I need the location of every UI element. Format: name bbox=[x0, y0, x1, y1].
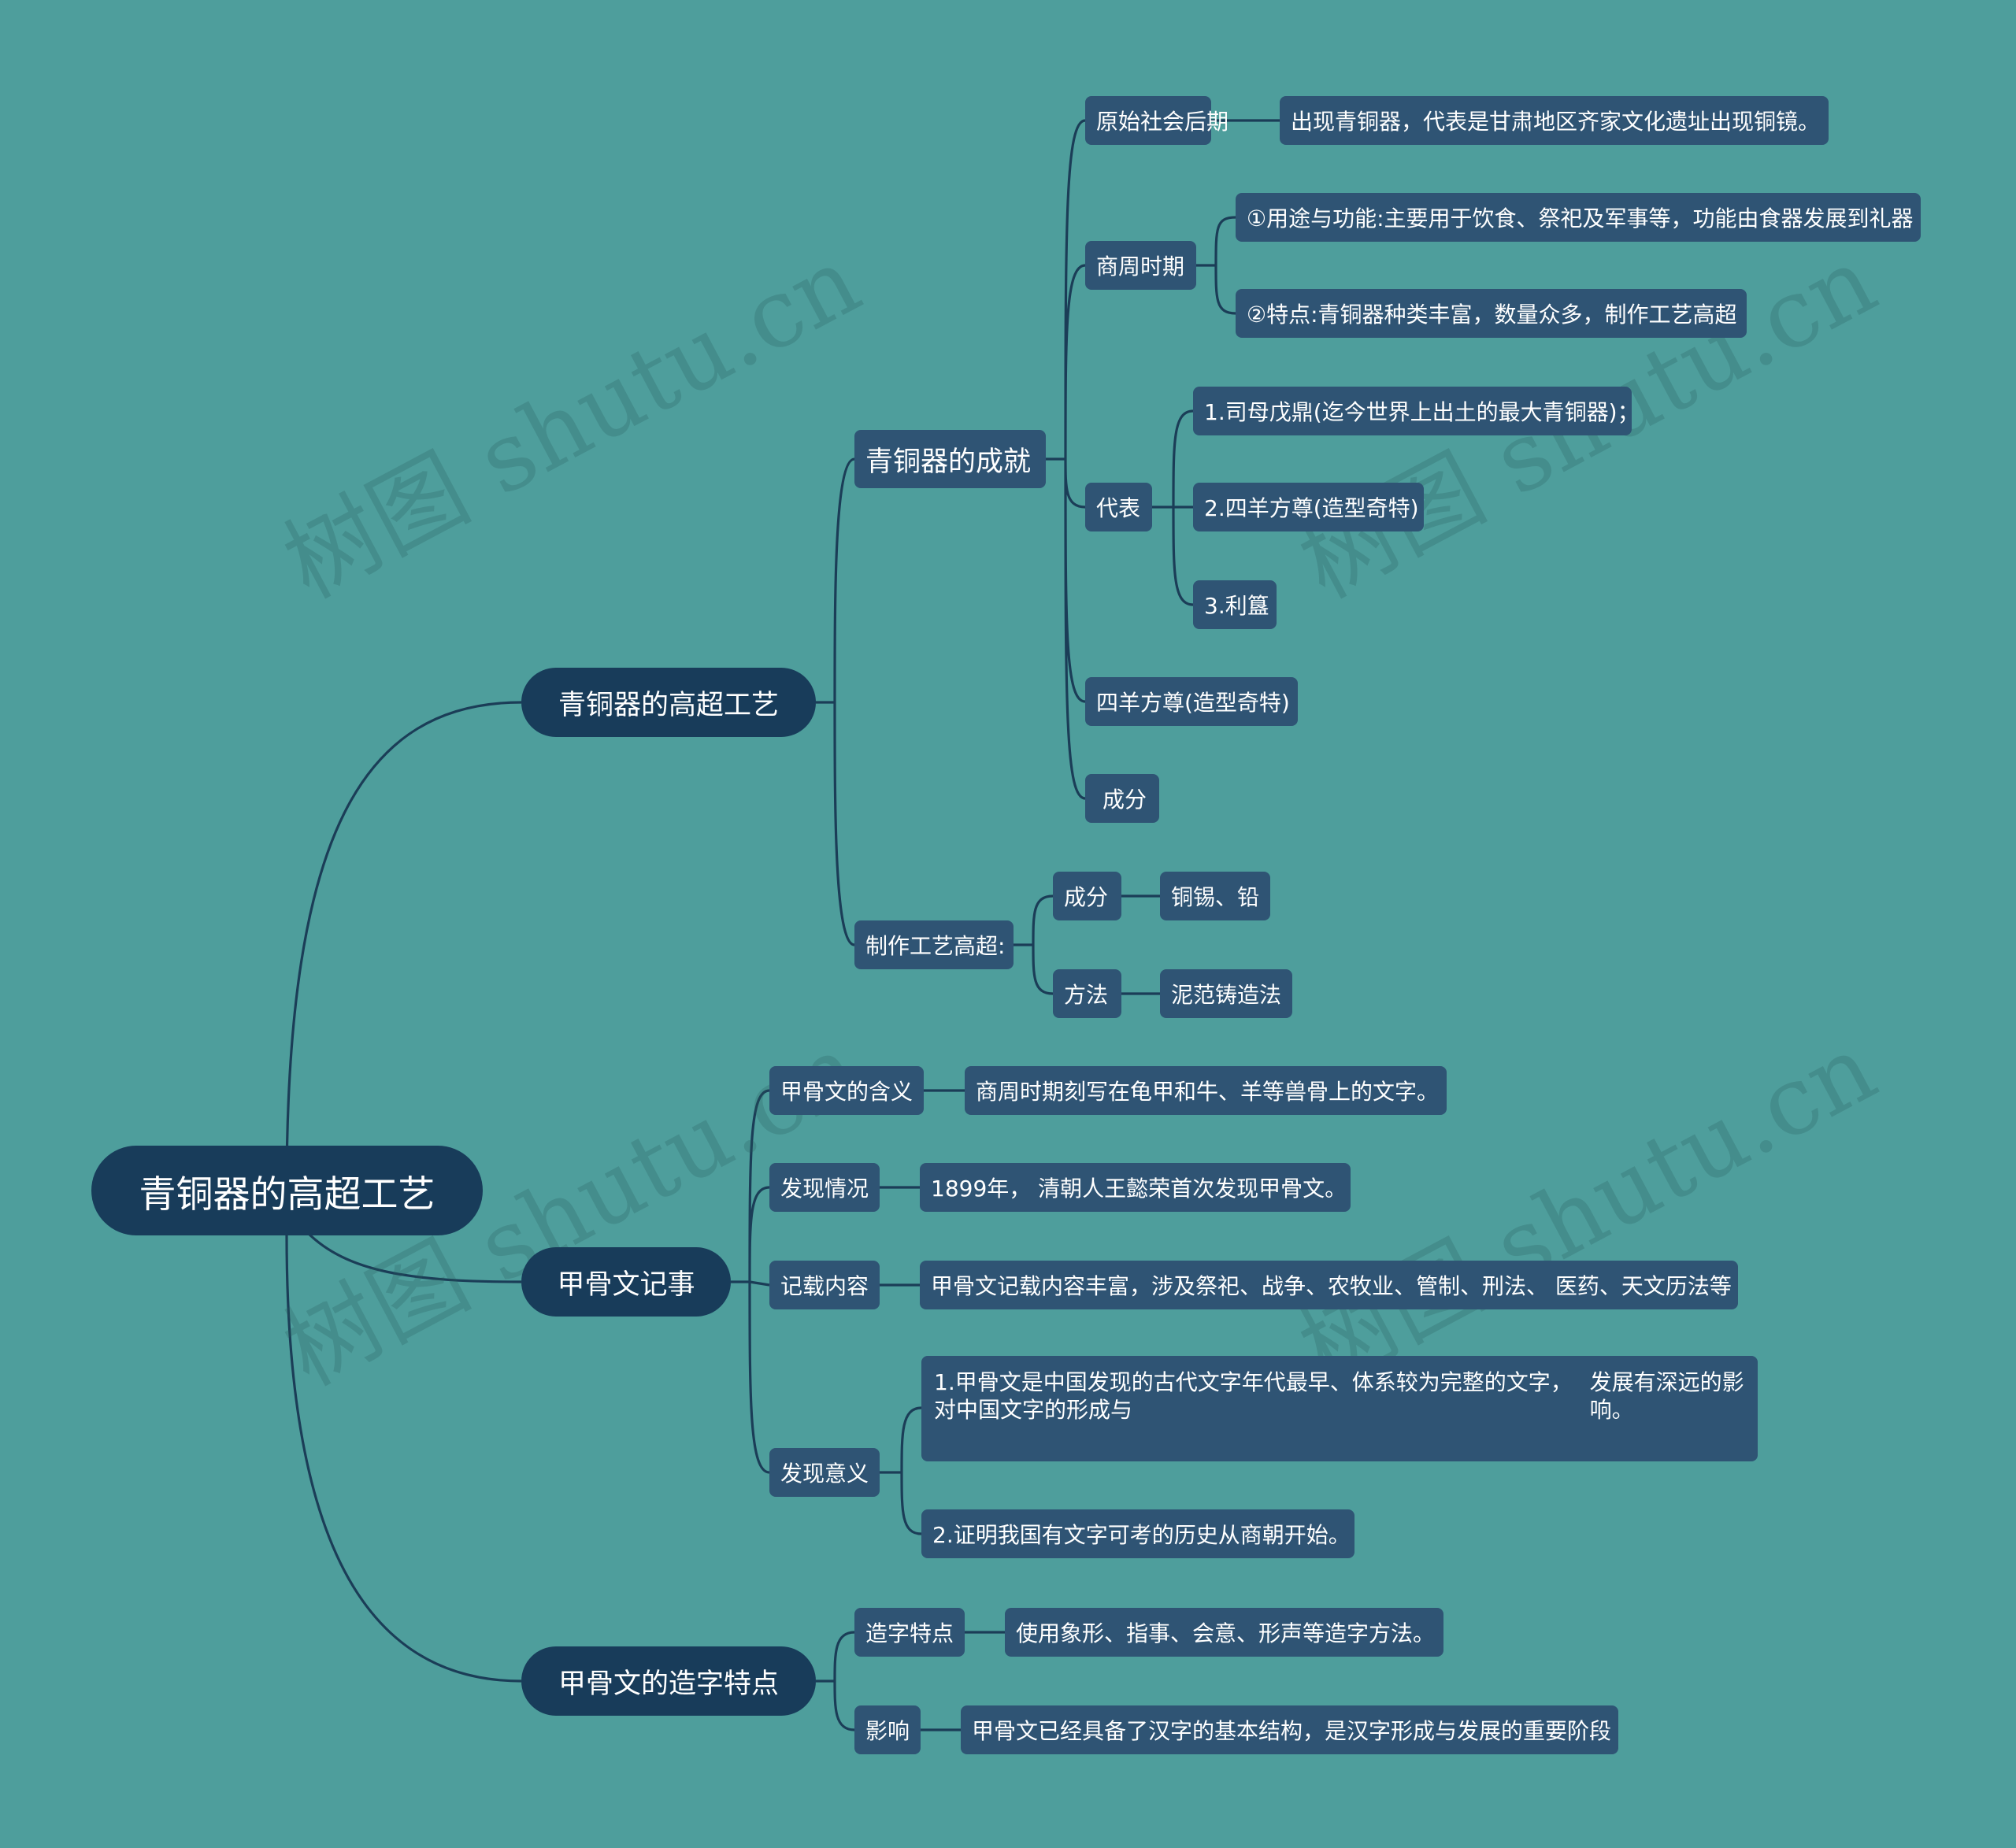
detail-significance-2[interactable]: 2.证明我国有文字可考的历史从商朝开始。 bbox=[921, 1509, 1354, 1558]
detail-discovery[interactable]: 1899年， 清朝人王懿荣首次发现甲骨文。 bbox=[920, 1163, 1351, 1212]
topic-craft[interactable]: 制作工艺高超: bbox=[854, 920, 1014, 969]
topic-representative[interactable]: 代表 bbox=[1085, 483, 1152, 531]
connector bbox=[880, 1089, 965, 1287]
significance-line-1: 1.甲骨文是中国发现的古代文字年代最早、体系较为完整的文字，对中国文字的形成与 bbox=[934, 1369, 1573, 1423]
topic-craft-method[interactable]: 方法 bbox=[1053, 969, 1121, 1018]
topic-composition[interactable]: 成分 bbox=[1085, 774, 1159, 823]
topic-shangzhou[interactable]: 商周时期 bbox=[1085, 241, 1196, 290]
detail-shangzhou-feature[interactable]: ②特点:青铜器种类丰富，数量众多，制作工艺高超 bbox=[1236, 289, 1747, 338]
connector bbox=[1046, 119, 1086, 800]
connector bbox=[1014, 894, 1054, 995]
connector bbox=[1196, 216, 1236, 315]
connector bbox=[816, 457, 855, 946]
topic-significance[interactable]: 发现意义 bbox=[769, 1448, 880, 1497]
topic-four-sheep-zun[interactable]: 四羊方尊(造型奇特) bbox=[1085, 677, 1298, 726]
connector bbox=[1121, 894, 1160, 995]
detail-character-features[interactable]: 使用象形、指事、会意、形声等造字方法。 bbox=[1005, 1608, 1443, 1657]
item-simuwu-ding[interactable]: 1.司母戊鼎(迄今世界上出土的最大青铜器)； bbox=[1193, 387, 1640, 435]
connector bbox=[285, 1235, 522, 1683]
item-li-gui[interactable]: 3.利簋 bbox=[1193, 580, 1277, 629]
connector bbox=[880, 1406, 922, 1535]
topic-craft-composition[interactable]: 成分 bbox=[1053, 872, 1121, 920]
branch-character-features[interactable]: 甲骨文的造字特点 bbox=[521, 1646, 816, 1716]
detail-oracle-meaning[interactable]: 商周时期刻写在龟甲和牛、羊等兽骨上的文字。 bbox=[965, 1066, 1447, 1115]
connector bbox=[285, 701, 522, 1191]
item-four-sheep-zun[interactable]: 2.四羊方尊(造型奇特) bbox=[1193, 483, 1424, 531]
significance-line-2: 发展有深远的影响。 bbox=[1589, 1369, 1744, 1423]
topic-discovery[interactable]: 发现情况 bbox=[769, 1163, 880, 1212]
detail-craft-composition[interactable]: 铜锡、铅 bbox=[1160, 872, 1270, 920]
topic-character-features[interactable]: 造字特点 bbox=[854, 1608, 965, 1657]
connector bbox=[731, 1089, 770, 1474]
detail-influence[interactable]: 甲骨文已经具备了汉字的基本结构，是汉字形成与发展的重要阶段 bbox=[961, 1705, 1618, 1754]
connector bbox=[306, 1231, 522, 1283]
detail-content[interactable]: 甲骨文记载内容丰富，涉及祭祀、战争、农牧业、管制、刑法、 医药、天文历法等 bbox=[920, 1261, 1738, 1309]
detail-primitive-period[interactable]: 出现青铜器，代表是甘肃地区齐家文化遗址出现铜镜。 bbox=[1280, 96, 1829, 145]
branch-oracle-records[interactable]: 甲骨文记事 bbox=[521, 1247, 731, 1317]
topic-primitive-period[interactable]: 原始社会后期 bbox=[1085, 96, 1228, 145]
detail-shangzhou-function[interactable]: ①用途与功能:主要用于饮食、祭祀及军事等，功能由食器发展到礼器 bbox=[1236, 193, 1921, 242]
topic-achievements[interactable]: 青铜器的成就 bbox=[854, 430, 1046, 488]
topic-content[interactable]: 记载内容 bbox=[769, 1261, 880, 1309]
topic-influence[interactable]: 影响 bbox=[854, 1705, 921, 1754]
detail-significance-1[interactable]: 1.甲骨文是中国发现的古代文字年代最早、体系较为完整的文字，对中国文字的形成与 … bbox=[921, 1356, 1758, 1461]
connector bbox=[1152, 409, 1194, 606]
connector bbox=[921, 1631, 1005, 1731]
detail-craft-method[interactable]: 泥范铸造法 bbox=[1160, 969, 1292, 1018]
topic-oracle-meaning[interactable]: 甲骨文的含义 bbox=[769, 1066, 924, 1115]
root-topic[interactable]: 青铜器的高超工艺 bbox=[91, 1146, 483, 1235]
connector bbox=[816, 1631, 855, 1731]
branch-bronze-craft[interactable]: 青铜器的高超工艺 bbox=[521, 668, 816, 737]
